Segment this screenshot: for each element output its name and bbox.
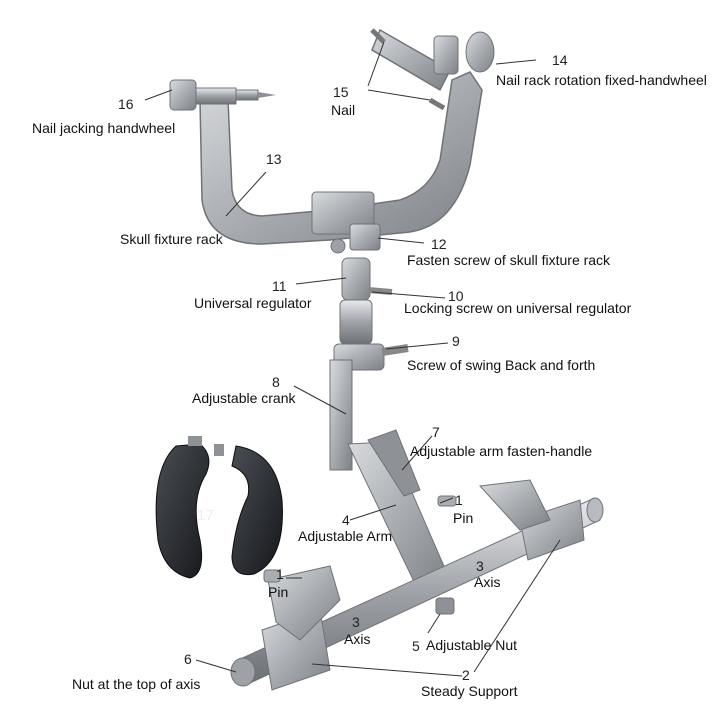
label-pin-left: Pin — [268, 584, 289, 600]
callout-number-9: 9 — [452, 333, 460, 349]
label-fasten-screw: Fasten screw of skull fixture rack — [407, 252, 611, 268]
label-steady-support: Steady Support — [421, 683, 518, 699]
callout-number-4: 4 — [342, 512, 350, 528]
callout-number-5: 5 — [412, 638, 420, 654]
center-clamp — [311, 191, 393, 345]
callout-number-3-left: 3 — [352, 614, 360, 630]
callout-number-3-right: 3 — [476, 558, 484, 574]
label-axis-left: Axis — [344, 631, 371, 647]
leader-lines — [144, 41, 561, 677]
label-adjustable-nut: Adjustable Nut — [426, 637, 518, 653]
label-adjustable-crank: Adjustable crank — [192, 390, 296, 406]
adjustable-crank — [329, 343, 409, 471]
callout-number-17: 17 — [197, 507, 214, 524]
label-axis-right: Axis — [474, 574, 501, 590]
label-adjustable-arm: Adjustable Arm — [298, 528, 393, 544]
callout-number-14: 14 — [552, 52, 568, 68]
callout-number-2: 2 — [462, 667, 470, 683]
skull-fixture-rack — [199, 28, 483, 245]
callout-number-1-right: 1 — [455, 492, 463, 508]
axis-rods — [230, 497, 604, 687]
label-adjustable-arm-fasten-handle: Adjustable arm fasten-handle — [410, 443, 593, 459]
steady-supports — [261, 479, 585, 691]
nail-jacking-handwheel — [169, 79, 276, 111]
label-screw-swing: Screw of swing Back and forth — [407, 357, 596, 373]
callout-number-12: 12 — [431, 236, 447, 252]
label-nut-at-top-of-axis: Nut at the top of axis — [72, 676, 201, 692]
callout-number-6: 6 — [184, 651, 192, 667]
label-nail: Nail — [331, 102, 356, 118]
label-skull-fixture-rack: Skull fixture rack — [120, 231, 223, 247]
horseshoe-headrest — [155, 436, 283, 579]
callout-number-15: 15 — [333, 84, 349, 100]
callout-number-10: 10 — [448, 288, 464, 304]
label-pin-right: Pin — [453, 510, 474, 526]
label-nail-jacking-handwheel: Nail jacking handwheel — [32, 120, 176, 136]
callout-number-1-left: 1 — [276, 566, 284, 582]
label-nail-rack-rotation-handwheel: Nail rack rotation fixed-handwheel — [496, 72, 707, 88]
callout-number-8: 8 — [272, 374, 280, 390]
callout-number-13: 13 — [266, 151, 282, 167]
nail-rack-rotation-handwheel — [433, 31, 495, 75]
nail-pins — [370, 28, 446, 111]
callout-number-11: 11 — [272, 278, 287, 294]
label-universal-regulator: Universal regulator — [194, 295, 312, 311]
adjustable-nut — [435, 597, 455, 615]
label-locking-screw: Locking screw on universal regulator — [404, 300, 632, 316]
callout-number-16: 16 — [118, 96, 134, 112]
callout-number-7: 7 — [432, 424, 440, 440]
